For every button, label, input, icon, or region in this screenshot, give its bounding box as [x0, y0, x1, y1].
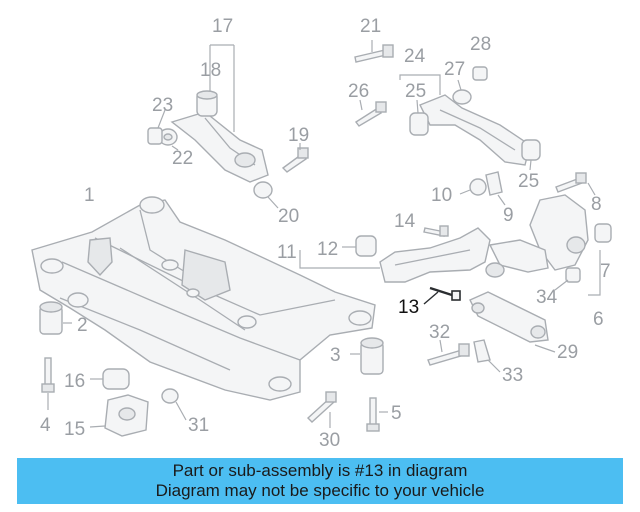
washer-27-drawing — [452, 79, 472, 105]
callout-22: 22 — [172, 148, 193, 169]
bushing-16-drawing — [90, 368, 130, 390]
callout-33: 33 — [502, 365, 523, 386]
bushing-18-drawing — [196, 90, 218, 117]
callout-7: 7 — [600, 261, 611, 282]
nut-20-drawing — [253, 181, 279, 209]
callout-23: 23 — [152, 95, 173, 116]
callout-30: 30 — [319, 430, 340, 451]
callout-13-highlighted: 13 — [398, 297, 419, 318]
callout-14: 14 — [394, 211, 416, 232]
callout-19: 19 — [288, 125, 309, 146]
callout-25-lower: 25 — [518, 171, 539, 192]
callout-28: 28 — [470, 34, 491, 55]
callout-20: 20 — [278, 206, 299, 227]
callout-3: 3 — [330, 345, 341, 366]
bracket-15-drawing — [89, 394, 149, 437]
bushing-2-drawing — [39, 301, 72, 335]
callout-4: 4 — [40, 415, 51, 436]
bolt-19-drawing — [281, 143, 309, 173]
callout-25-upper: 25 — [405, 81, 426, 102]
callout-15: 15 — [64, 419, 85, 440]
callout-18: 18 — [200, 60, 221, 81]
lower-arm-11-drawing — [299, 227, 549, 283]
parts-diagram: 1 2 3 4 5 6 7 8 9 10 11 12 13 14 15 16 1… — [31, 16, 612, 451]
bolt-4-drawing — [41, 357, 55, 410]
callout-10: 10 — [431, 185, 452, 206]
bolt-5-drawing — [366, 397, 388, 432]
nut-31-drawing — [161, 388, 187, 421]
callout-32: 32 — [429, 322, 450, 343]
callout-29: 29 — [557, 342, 578, 363]
nut-10-drawing — [459, 178, 487, 196]
callout-6: 6 — [593, 309, 604, 330]
info-banner: Part or sub-assembly is #13 in diagram D… — [17, 458, 623, 504]
callout-12: 12 — [317, 239, 338, 260]
bracket-33-drawing — [473, 339, 501, 373]
callout-16: 16 — [64, 371, 85, 392]
banner-line-disclaimer: Diagram may not be specific to your vehi… — [155, 481, 485, 500]
bolt-32-drawing — [427, 339, 470, 366]
callout-2: 2 — [77, 315, 88, 336]
bolt-13-drawing — [423, 286, 461, 305]
nut-34-drawing — [554, 267, 581, 291]
bushing-12-drawing — [342, 235, 377, 257]
bolt-26-drawing — [354, 99, 387, 127]
link-29-drawing — [469, 291, 556, 353]
callout-11: 11 — [277, 242, 297, 263]
bolt-8-drawing — [555, 172, 596, 196]
callout-17: 17 — [212, 16, 233, 37]
callout-27: 27 — [444, 59, 465, 80]
bushing-25-drawing — [409, 99, 541, 171]
callout-5: 5 — [391, 403, 402, 424]
callout-31: 31 — [188, 415, 209, 436]
nut-23-drawing — [147, 109, 166, 145]
bolt-14-drawing — [423, 225, 449, 237]
callout-8: 8 — [591, 194, 602, 215]
subframe-drawing — [31, 196, 376, 401]
bolt-21-drawing — [354, 40, 394, 63]
callout-1: 1 — [84, 185, 95, 206]
banner-line-part: Part or sub-assembly is #13 in diagram — [172, 461, 468, 480]
bracket-9-drawing — [485, 171, 506, 206]
arm-24-drawing — [399, 74, 531, 166]
callout-21: 21 — [360, 16, 381, 37]
upper-arm-17-drawing — [170, 44, 269, 183]
nut-28-drawing — [472, 66, 488, 81]
callout-9: 9 — [503, 205, 514, 226]
bolt-30-drawing — [306, 391, 337, 428]
callout-24: 24 — [404, 46, 426, 67]
callout-34: 34 — [536, 287, 558, 308]
bushing-3-drawing — [350, 337, 384, 375]
callout-26: 26 — [348, 81, 369, 102]
